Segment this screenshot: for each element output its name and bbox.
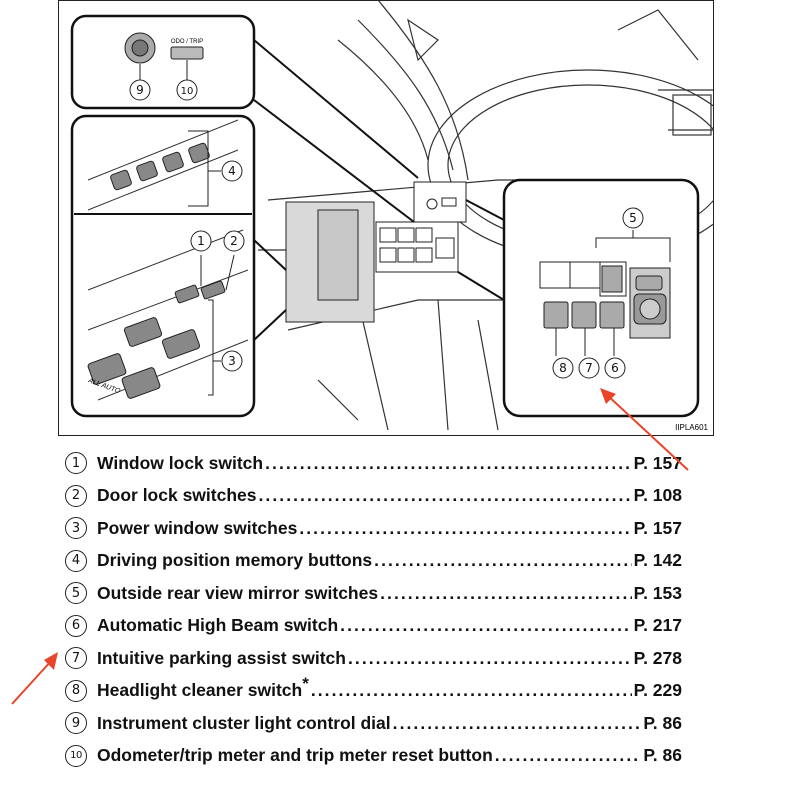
list-item: 4 Driving position memory buttons P. 142: [62, 545, 682, 578]
item-label: Driving position memory buttons: [97, 550, 373, 571]
callout-4: 4: [221, 160, 243, 182]
svg-text:4: 4: [228, 164, 236, 178]
item-number: 9: [65, 712, 87, 735]
page-reference[interactable]: P. 278: [633, 647, 682, 668]
svg-text:9: 9: [136, 83, 144, 97]
page-reference[interactable]: P. 157: [633, 517, 682, 538]
item-label: Odometer/trip meter and trip meter reset…: [97, 745, 493, 766]
leader-dots: [311, 680, 632, 701]
item-number: 10: [65, 744, 87, 767]
list-item: 8 Headlight cleaner switch* P. 229: [62, 675, 682, 708]
page-reference[interactable]: P. 108: [633, 485, 682, 506]
callout-8: 8: [552, 357, 574, 379]
item-number: 7: [65, 647, 87, 670]
item-label: Instrument cluster light control dial: [97, 712, 391, 733]
svg-text:1: 1: [197, 234, 205, 248]
leader-dots: [495, 745, 642, 766]
annotation-arrow-right: [600, 388, 689, 471]
item-label-text: Headlight cleaner switch: [97, 680, 303, 701]
callout-7: 7: [578, 357, 600, 379]
inset-switch-cluster: [457, 178, 700, 418]
leader-dots: [393, 713, 642, 734]
callout-2: 2: [223, 230, 245, 252]
footnote-asterisk: *: [302, 674, 309, 694]
svg-text:10: 10: [181, 86, 194, 97]
item-number: 1: [65, 452, 87, 475]
odo-trip-text: ODO / TRIP: [171, 39, 203, 45]
callout-9: 9: [129, 79, 151, 101]
list-item: 9 Instrument cluster light control dial …: [62, 707, 682, 740]
vehicle-controls-illustration: ODO / TRIP ALL AUTO: [58, 0, 714, 436]
callout-5: 5: [622, 207, 644, 229]
leader-dots: [348, 648, 632, 669]
list-item: 2 Door lock switches P. 108: [62, 480, 682, 513]
svg-text:8: 8: [559, 361, 567, 375]
item-label: Door lock switches: [97, 485, 257, 506]
item-number: 5: [65, 582, 87, 605]
item-label: Power window switches: [97, 517, 298, 538]
item-number: 8: [65, 679, 87, 702]
page-reference[interactable]: P. 153: [633, 582, 682, 603]
page-reference[interactable]: P. 229: [633, 680, 682, 701]
leader-dots: [299, 518, 631, 539]
leader-dots: [259, 485, 632, 506]
list-item: 5 Outside rear view mirror switches P. 1…: [62, 577, 682, 610]
item-number: 3: [65, 517, 87, 540]
annotation-arrow-left: [11, 652, 58, 705]
list-item: 6 Automatic High Beam switch P. 217: [62, 610, 682, 643]
item-number: 2: [65, 484, 87, 507]
leader-dots: [380, 583, 632, 604]
item-label: Headlight cleaner switch*: [97, 675, 309, 701]
center-switch-panel: [285, 181, 467, 323]
callout-1: 1: [190, 230, 212, 252]
list-item: 10 Odometer/trip meter and trip meter re…: [62, 740, 682, 773]
item-label: Automatic High Beam switch: [97, 615, 339, 636]
item-label: Outside rear view mirror switches: [97, 582, 379, 603]
figure-code: IIPLA601: [675, 423, 708, 432]
inset-odo-dial: ODO / TRIP: [70, 14, 419, 223]
leader-dots: [374, 550, 632, 571]
page-reference[interactable]: P. 157: [633, 452, 682, 473]
list-item: 3 Power window switches P. 157: [62, 512, 682, 545]
item-label: Window lock switch: [97, 452, 264, 473]
page-reference[interactable]: P. 217: [633, 615, 682, 636]
inset-door-panel: ALL AUTO: [70, 114, 287, 418]
callout-3: 3: [221, 350, 243, 372]
svg-text:2: 2: [230, 234, 238, 248]
leader-dots: [265, 453, 632, 474]
leader-dots: [340, 615, 632, 636]
page-reference[interactable]: P. 86: [643, 712, 682, 733]
svg-text:5: 5: [629, 211, 637, 225]
page-reference[interactable]: P. 142: [633, 550, 682, 571]
item-number: 6: [65, 614, 87, 637]
callout-10: 10: [176, 79, 198, 101]
svg-text:6: 6: [611, 361, 619, 375]
item-number: 4: [65, 549, 87, 572]
list-item: 7 Intuitive parking assist switch P. 278: [62, 642, 682, 675]
svg-text:7: 7: [585, 361, 593, 375]
callout-6: 6: [604, 357, 626, 379]
item-label: Intuitive parking assist switch: [97, 647, 346, 668]
svg-text:3: 3: [228, 354, 236, 368]
page-reference[interactable]: P. 86: [643, 745, 682, 766]
list-item: 1 Window lock switch P. 157: [62, 447, 682, 480]
controls-index-list: 1 Window lock switch P. 157 2 Door lock …: [62, 447, 682, 772]
